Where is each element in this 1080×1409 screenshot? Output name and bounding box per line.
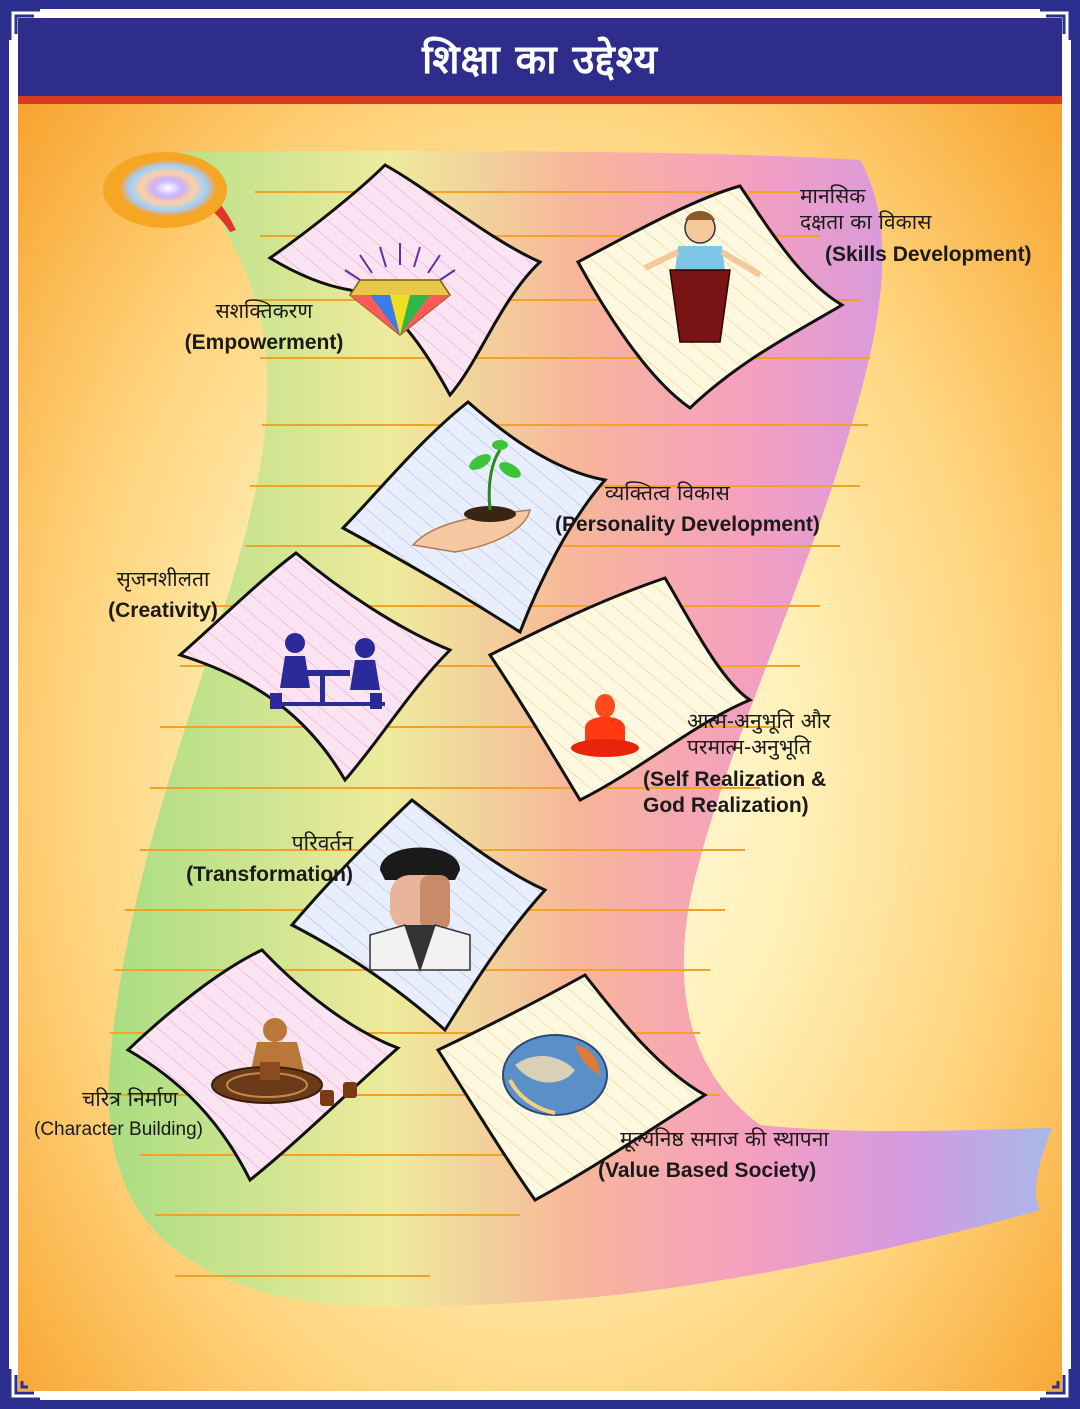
label-skills: मानसिक दक्षता का विकास (Skills Developme… <box>800 183 1060 268</box>
speaker-podium-icon <box>643 211 762 343</box>
label-hi: सशक्तिकरण <box>215 299 313 323</box>
label-en: (Skills Development) <box>825 242 1032 266</box>
label-personality: व्यक्तित्व विकास (Personality Developmen… <box>555 480 855 539</box>
label-transformation: परिवर्तन (Transformation) <box>163 830 353 889</box>
label-creativity: सृजनशीलता (Creativity) <box>83 566 243 625</box>
label-hi: चरित्र निर्माण <box>82 1087 178 1111</box>
diamond-icon <box>344 243 456 336</box>
card-creativity <box>176 551 453 783</box>
label-en: (Transformation) <box>186 863 353 887</box>
man-portrait-icon <box>369 847 471 973</box>
meditating-figure-icon <box>571 694 639 757</box>
label-en: (Empowerment) <box>184 331 344 355</box>
label-self-realization: आत्म-अनुभूति और परमात्म-अनुभूति (Self Re… <box>643 708 873 819</box>
label-hi: मूल्यनिष्ठ समाज की स्थापना <box>620 1127 829 1151</box>
label-hi: परिवर्तन <box>291 831 353 855</box>
label-hi: मानसिक दक्षता का विकास <box>800 184 932 235</box>
label-hi: सृजनशीलता <box>116 567 210 591</box>
label-character: चरित्र निर्माण (Character Building) <box>34 1086 234 1142</box>
page-title: शिक्षा का उद्देश्य <box>421 35 658 83</box>
label-empowerment: सशक्तिकरण (Empowerment) <box>178 298 350 357</box>
label-en: (Personality Development) <box>555 513 820 537</box>
label-hi: आत्म-अनुभूति और परमात्म-अनुभूति <box>687 709 831 760</box>
card-self-realization <box>487 576 754 802</box>
label-en: (Creativity) <box>108 599 218 623</box>
plant-in-hand-icon <box>411 440 531 553</box>
globe-world-icon <box>502 1034 608 1116</box>
label-value-society: मूल्यनिष्ठ समाज की स्थापना (Value Based … <box>598 1126 898 1185</box>
label-en: (Value Based Society) <box>598 1159 817 1183</box>
label-en: (Character Building) <box>34 1119 203 1141</box>
potter-wheel-icon <box>211 1018 357 1106</box>
people-at-table-icon <box>270 633 385 709</box>
label-hi: व्यक्तित्व विकास <box>605 481 730 505</box>
label-en: (Self Realization & God Realization) <box>643 767 827 817</box>
header-bar: शिक्षा का उद्देश्य <box>18 18 1062 104</box>
